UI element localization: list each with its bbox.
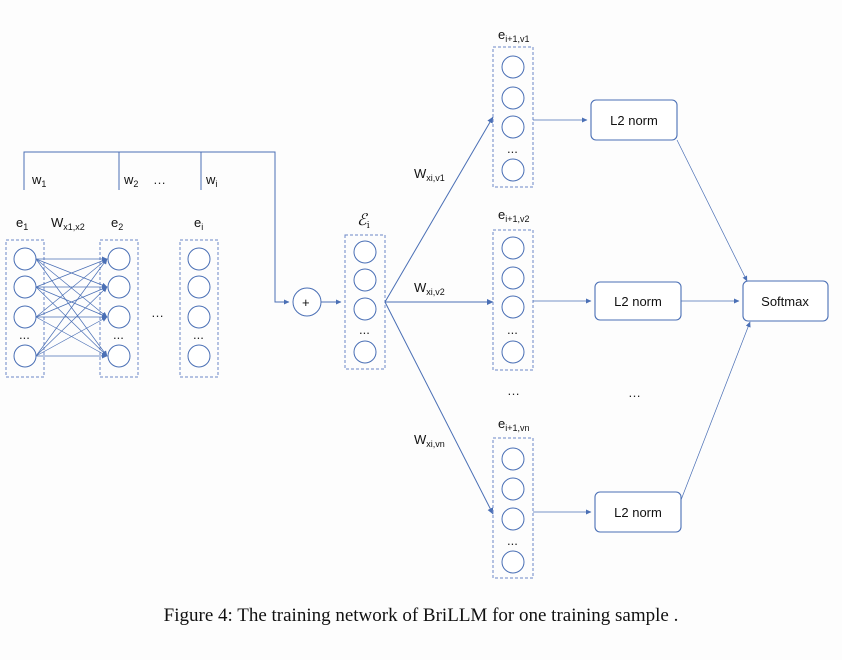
e2-neuron-2 (107, 275, 131, 299)
e-v1-neuron-4 (501, 158, 525, 182)
e1-neuron-2 (13, 275, 37, 299)
epsilon-label: ℰi (357, 210, 370, 231)
epsilon-neuron-1 (353, 240, 377, 264)
ei-neuron-1 (187, 247, 211, 271)
e-vn-vertical-dots: ... (507, 533, 518, 548)
l2-norm-label-2: L2 norm (614, 294, 662, 309)
norm-ellipsis: … (628, 385, 641, 400)
epsilon-neuron-3 (353, 297, 377, 321)
w1-label: w1 (31, 172, 46, 189)
e1-neuron-3 (13, 305, 37, 329)
e-v2-label: ei+1,v2 (498, 207, 530, 224)
e-vn-label: ei+1,vn (498, 416, 530, 433)
connection-10 (35, 286, 108, 318)
e2-label: e2 (111, 215, 123, 232)
connection-9 (35, 258, 108, 318)
l2-norm-box-2: L2 norm (594, 281, 682, 321)
epsilon-neuron-2 (353, 268, 377, 292)
w-xi-v2-label: Wxi,v2 (414, 280, 445, 297)
e2-neuron-4 (107, 344, 131, 368)
e-v1-label: ei+1,v1 (498, 27, 530, 44)
softmax-box: Softmax (742, 280, 829, 322)
w-xi-v1-label: Wxi,v1 (414, 166, 445, 183)
wi-label: wi (205, 172, 217, 189)
e2-column: ... (99, 239, 139, 378)
ei-label: ei (194, 215, 203, 232)
weight-bus (23, 151, 290, 305)
sum-node: + (292, 287, 322, 317)
connection-15 (35, 316, 108, 357)
e-v1-neuron-3 (501, 115, 525, 139)
e-v1-neuron-1 (501, 55, 525, 79)
e-vn-neuron-4 (501, 550, 525, 574)
e-v2-neuron-4 (501, 340, 525, 364)
l2-norm-label-1: L2 norm (610, 113, 658, 128)
e-v2-column: ... (492, 229, 534, 371)
l2-norm-label-3: L2 norm (614, 505, 662, 520)
e-v1-column: ... (492, 46, 534, 188)
epsilon-vertical-dots: ... (359, 322, 370, 337)
e-vn-neuron-2 (501, 477, 525, 501)
e2-neuron-1 (107, 247, 131, 271)
branch-ellipsis: … (507, 383, 520, 398)
e-v2-vertical-dots: ... (507, 322, 518, 337)
w2-label: w2 (123, 172, 138, 189)
e2-neuron-3 (107, 305, 131, 329)
e1-neuron-1 (13, 247, 37, 271)
w-xi-vn-label: Wxi,vn (414, 432, 445, 449)
e-v1-vertical-dots: ... (507, 141, 518, 156)
e-vn-column: ... (492, 437, 534, 579)
e-vn-neuron-1 (501, 447, 525, 471)
w-ellipsis: … (153, 172, 166, 187)
ei-neuron-3 (187, 305, 211, 329)
ei-neuron-4 (187, 344, 211, 368)
e-v1-neuron-2 (501, 86, 525, 110)
ei-neuron-2 (187, 275, 211, 299)
epsilon-column: ... (344, 234, 386, 370)
ei-column: ... (179, 239, 219, 378)
e-v2-neuron-2 (501, 266, 525, 290)
e1-e2-connections (35, 256, 108, 359)
ei-vertical-dots: ... (193, 327, 204, 342)
l2-norm-box-1: L2 norm (590, 99, 678, 141)
connection-5 (35, 258, 108, 288)
e-v2-neuron-3 (501, 295, 525, 319)
connection-14 (35, 286, 108, 357)
columns-ellipsis: … (151, 305, 164, 320)
e1-neuron-4 (13, 344, 37, 368)
e2-vertical-dots: ... (113, 327, 124, 342)
figure-caption: Figure 4: The training network of BriLLM… (164, 605, 679, 626)
softmax-label: Softmax (761, 294, 809, 309)
e-v2-neuron-1 (501, 236, 525, 260)
e1-label: e1 (16, 215, 28, 232)
plus-sign: + (302, 295, 310, 310)
wx1x2-label: Wx1,x2 (51, 215, 85, 232)
e-vn-neuron-3 (501, 507, 525, 531)
e1-vertical-dots: ... (19, 327, 30, 342)
e1-column: ... (5, 239, 45, 378)
epsilon-neuron-4 (353, 340, 377, 364)
l2-norm-box-3: L2 norm (594, 491, 682, 533)
connection-13 (35, 258, 108, 357)
